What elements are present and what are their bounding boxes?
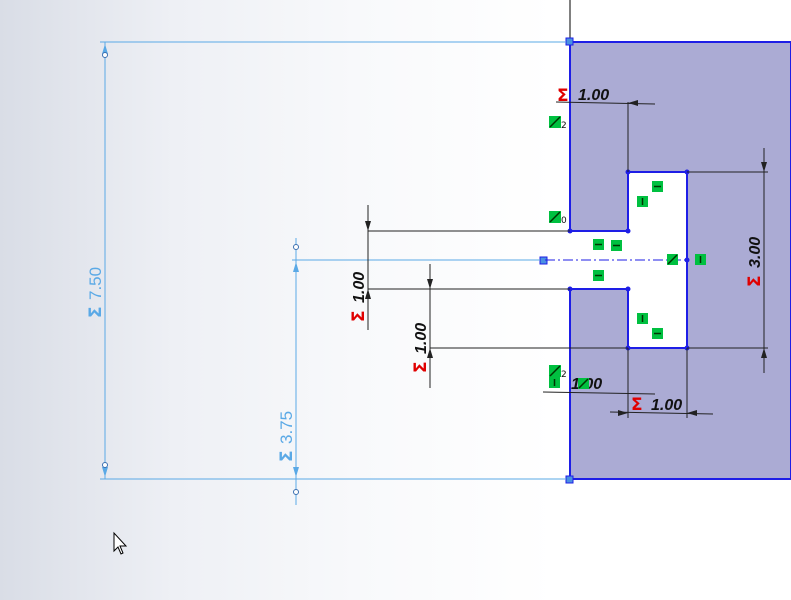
sigma-icon: Σ: [411, 361, 431, 373]
sketch-points: [567, 169, 690, 351]
dimension-value: 7.50: [86, 267, 105, 300]
relation-icons[interactable]: 2 0 2: [549, 116, 706, 389]
horizontal-relation-icon[interactable]: [611, 240, 622, 251]
sigma-icon: Σ: [631, 395, 643, 415]
blue-dim-dots: [102, 52, 299, 495]
dimension-value: 1.00: [578, 87, 609, 104]
dimension-3-75[interactable]: Σ 3.75: [277, 411, 297, 462]
sigma-icon: Σ: [349, 310, 369, 322]
svg-text:0: 0: [561, 216, 567, 226]
dimension-neck-1-00[interactable]: Σ 1.00: [349, 272, 369, 322]
vertical-relation-icon[interactable]: [549, 377, 560, 388]
endpoint-bottom[interactable]: [565, 475, 574, 484]
dimension-value: 1.00: [651, 397, 682, 414]
sigma-icon: Σ: [745, 275, 765, 287]
sigma-icon: Σ: [277, 450, 297, 462]
relation-icon[interactable]: [578, 378, 589, 389]
vertical-relation-icon[interactable]: [637, 196, 648, 207]
blue-arrows: [102, 44, 299, 477]
dimension-lower-1-00[interactable]: Σ 1.00: [411, 323, 431, 373]
horizontal-relation-icon[interactable]: [652, 328, 663, 339]
midpoint-relation-icon[interactable]: [667, 254, 678, 265]
horizontal-relation-icon[interactable]: [652, 181, 663, 192]
dimension-value: 3.00: [747, 237, 764, 268]
horizontal-relation-icon[interactable]: [593, 239, 604, 250]
blue-extension-lines: [100, 41, 566, 505]
dimension-value: 1.00: [413, 323, 430, 354]
relation-icon[interactable]: 2: [549, 365, 567, 380]
relation-icon[interactable]: 2: [549, 116, 567, 131]
dimension-value: 3.75: [277, 411, 296, 444]
dimension-top-1-00[interactable]: Σ 1.00: [557, 86, 609, 106]
black-arrows: [365, 100, 767, 416]
dimension-7-50[interactable]: Σ 7.50: [86, 267, 106, 318]
mouse-pointer-icon: [113, 531, 128, 555]
endpoint-top[interactable]: [565, 37, 574, 46]
vertical-relation-icon[interactable]: [695, 254, 706, 265]
dimension-bottom-1-00[interactable]: Σ 1.00: [631, 395, 682, 415]
svg-text:2: 2: [561, 370, 567, 380]
dimension-3-00[interactable]: Σ 3.00: [745, 237, 765, 287]
sigma-icon: Σ: [557, 86, 569, 106]
horizontal-relation-icon[interactable]: [593, 270, 604, 281]
sigma-icon: Σ: [86, 306, 106, 318]
dimension-value: 1.00: [351, 272, 368, 303]
vertical-relation-icon[interactable]: [637, 313, 648, 324]
svg-text:2: 2: [561, 121, 567, 131]
relation-icon[interactable]: 0: [549, 211, 567, 226]
